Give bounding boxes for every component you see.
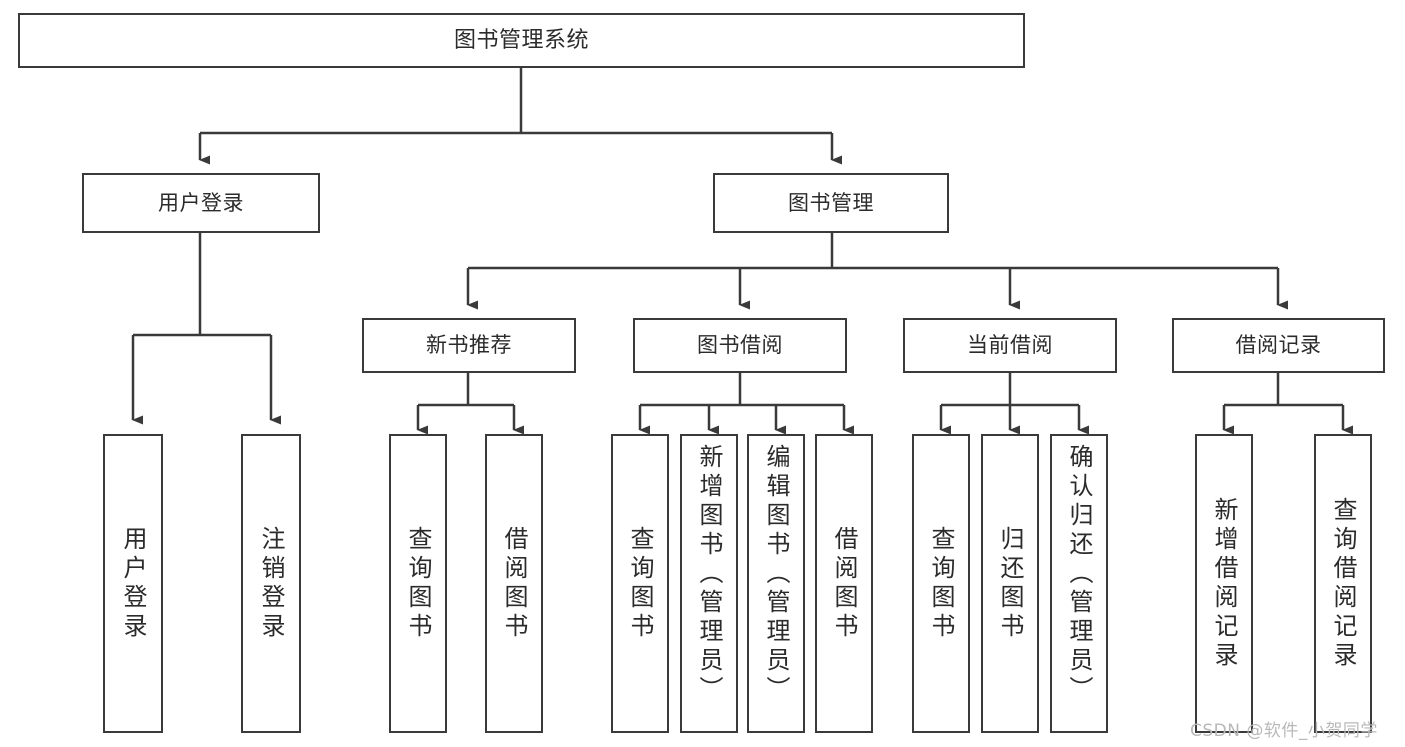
- leaf-query-borrow-record[interactable]: 查询借阅记录: [1314, 434, 1372, 733]
- node-label: 新增图书（管理员）: [695, 444, 723, 705]
- node-label: 当前借阅: [967, 333, 1053, 358]
- leaf-borrow-book-recommend[interactable]: 借阅图书: [485, 434, 543, 733]
- leaf-confirm-return-admin[interactable]: 确认归还（管理员）: [1050, 434, 1108, 733]
- node-label: 编辑图书（管理员）: [762, 444, 790, 705]
- node-label: 图书借阅: [697, 333, 783, 358]
- leaf-user-login[interactable]: 用户登录: [103, 434, 163, 733]
- leaf-query-book-recommend[interactable]: 查询图书: [389, 434, 447, 733]
- node-label: 查询图书: [927, 525, 955, 642]
- node-label: 查询图书: [626, 525, 654, 642]
- node-label: 查询借阅记录: [1329, 496, 1357, 671]
- node-borrow-record[interactable]: 借阅记录: [1172, 318, 1385, 373]
- node-label: 用户登录: [158, 190, 244, 215]
- node-label: 用户登录: [119, 525, 147, 642]
- node-label: 确认归还（管理员）: [1065, 444, 1093, 705]
- leaf-borrow-book-borrow[interactable]: 借阅图书: [815, 434, 873, 733]
- node-label: 图书管理系统: [453, 27, 589, 53]
- leaf-add-borrow-record[interactable]: 新增借阅记录: [1195, 434, 1253, 733]
- node-label: 新书推荐: [426, 333, 512, 358]
- csdn-watermark: CSDN @软件_小贺同学: [1190, 721, 1378, 741]
- node-root-system[interactable]: 图书管理系统: [18, 13, 1025, 68]
- node-user-login[interactable]: 用户登录: [82, 173, 320, 233]
- leaf-query-book-current[interactable]: 查询图书: [912, 434, 970, 733]
- node-label: 借阅图书: [500, 525, 528, 642]
- node-new-book-recommend[interactable]: 新书推荐: [362, 318, 576, 373]
- leaf-query-book-borrow[interactable]: 查询图书: [611, 434, 669, 733]
- leaf-edit-book-admin[interactable]: 编辑图书（管理员）: [747, 434, 805, 733]
- node-label: 注销登录: [257, 525, 285, 642]
- node-label: 借阅记录: [1235, 333, 1322, 358]
- leaf-add-book-admin[interactable]: 新增图书（管理员）: [680, 434, 738, 733]
- node-label: 借阅图书: [830, 525, 858, 642]
- node-label: 查询图书: [404, 525, 432, 642]
- node-label: 归还图书: [996, 525, 1024, 642]
- leaf-return-book[interactable]: 归还图书: [981, 434, 1039, 733]
- node-label: 新增借阅记录: [1210, 496, 1238, 671]
- leaf-logout-login[interactable]: 注销登录: [241, 434, 301, 733]
- node-book-borrow[interactable]: 图书借阅: [633, 318, 847, 373]
- node-current-borrow[interactable]: 当前借阅: [903, 318, 1117, 373]
- node-book-manage[interactable]: 图书管理: [713, 173, 949, 233]
- node-label: 图书管理: [788, 190, 874, 215]
